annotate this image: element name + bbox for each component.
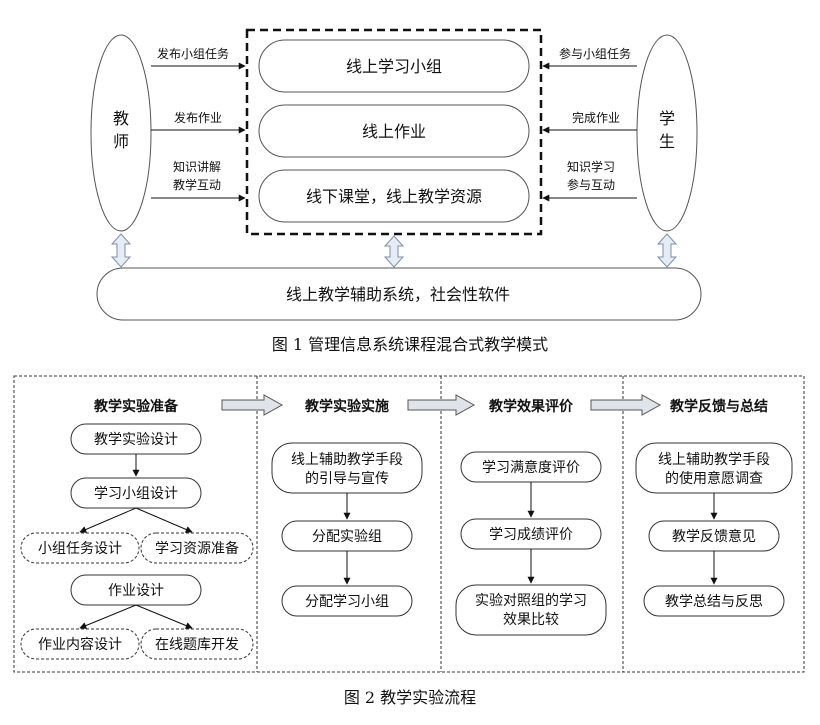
center-box-3-label: 线下课堂，线上教学资源 [306,187,482,206]
teacher-label-1: 教 [113,109,129,128]
teacher-label-2: 师 [113,132,129,151]
prep-node-3-label: 作业设计 [108,583,164,599]
center-box-1-label: 线上学习小组 [346,57,442,76]
figure-1: 教 师 学 生 线上学习小组 线上作业 线下课堂，线上教学资源 发布小组任务 发… [90,28,702,354]
teacher-action-3b: 教学互动 [173,177,221,192]
figure-2-frame [13,375,805,673]
prep-arrow-2b [135,507,193,533]
prep-node-2-label: 学习小组设计 [94,486,178,502]
prep-node-1-label: 教学实验设计 [94,432,178,448]
student-action-3b: 参与互动 [567,177,615,192]
center-box-1 [258,39,530,93]
double-arrow-teacher [110,233,132,268]
stage-title-2: 教学实验实施 [305,398,389,415]
teacher-action-1: 发布小组任务 [157,46,229,61]
eval-node-1-label: 学习满意度评价 [482,459,580,476]
prep-node-2b [140,532,254,564]
stage-arrow-2 [407,394,476,416]
student-action-1: 参与小组任务 [559,46,631,61]
bottom-support-box [96,267,702,321]
student-label-1: 学 [659,109,675,128]
eval-node-2-label: 学习成绩评价 [489,527,573,543]
center-dashed-frame [245,28,543,236]
bottom-support-label: 线上教学辅助系统，社会性软件 [286,285,510,304]
prep-node-3a [20,628,140,660]
summary-node-3 [643,585,785,617]
prep-node-3b-label: 在线题库开发 [155,637,239,653]
stage-arrow-1 [221,394,284,416]
center-box-3 [258,169,530,223]
double-arrow-student [656,233,678,268]
summary-node-1-label-b: 的使用意愿调查 [665,470,763,487]
teacher-action-3a: 知识讲解 [173,159,221,174]
student-action-3a: 知识学习 [567,159,615,174]
center-box-2-label: 线上作业 [362,122,426,141]
stage-title-1: 教学实验准备 [94,398,179,415]
figure-1-caption: 图 1 管理信息系统课程混合式教学模式 [272,335,548,354]
impl-node-2-label: 分配实验组 [312,529,382,545]
teacher-action-2: 发布作业 [174,110,222,125]
eval-node-3-label-b: 效果比较 [503,612,559,628]
center-box-2 [258,104,530,158]
stage-title-3: 教学效果评价 [489,398,574,415]
figure-2: 教学实验准备 教学实验实施 教学效果评价 教学反馈与总结 教学实验设计 学习小组… [13,375,805,707]
prep-node-2a [20,532,140,564]
prep-arrow-2a [79,507,137,533]
prep-node-3a-label: 作业内容设计 [38,636,122,653]
summary-node-1-label-a: 线上辅助教学手段 [658,452,770,468]
summary-node-2-label: 教学反馈意见 [672,528,756,545]
prep-node-2a-label: 小组任务设计 [38,541,122,557]
figure-2-caption: 图 2 教学实验流程 [344,688,476,707]
stage-title-4: 教学反馈与总结 [670,398,768,415]
prep-node-3b [140,628,254,660]
teacher-ellipse [90,34,152,232]
prep-node-2b-label: 学习资源准备 [155,540,239,557]
double-arrow-center [383,235,405,268]
summary-node-3-label: 教学总结与反思 [665,594,763,610]
prep-arrow-3b [135,604,193,629]
impl-node-3 [281,585,413,617]
student-label-2: 生 [659,132,675,151]
impl-node-3-label: 分配学习小组 [305,594,389,610]
impl-node-1-label-a: 线上辅助教学手段 [291,452,403,468]
impl-node-1-label-b: 的引导与宣传 [305,471,389,487]
stage-arrow-3 [590,394,662,416]
prep-arrow-3a [79,604,137,629]
eval-node-3 [455,584,607,636]
student-action-2: 完成作业 [572,110,620,125]
student-ellipse [636,34,698,232]
eval-node-3-label-a: 实验对照组的学习 [475,593,587,609]
